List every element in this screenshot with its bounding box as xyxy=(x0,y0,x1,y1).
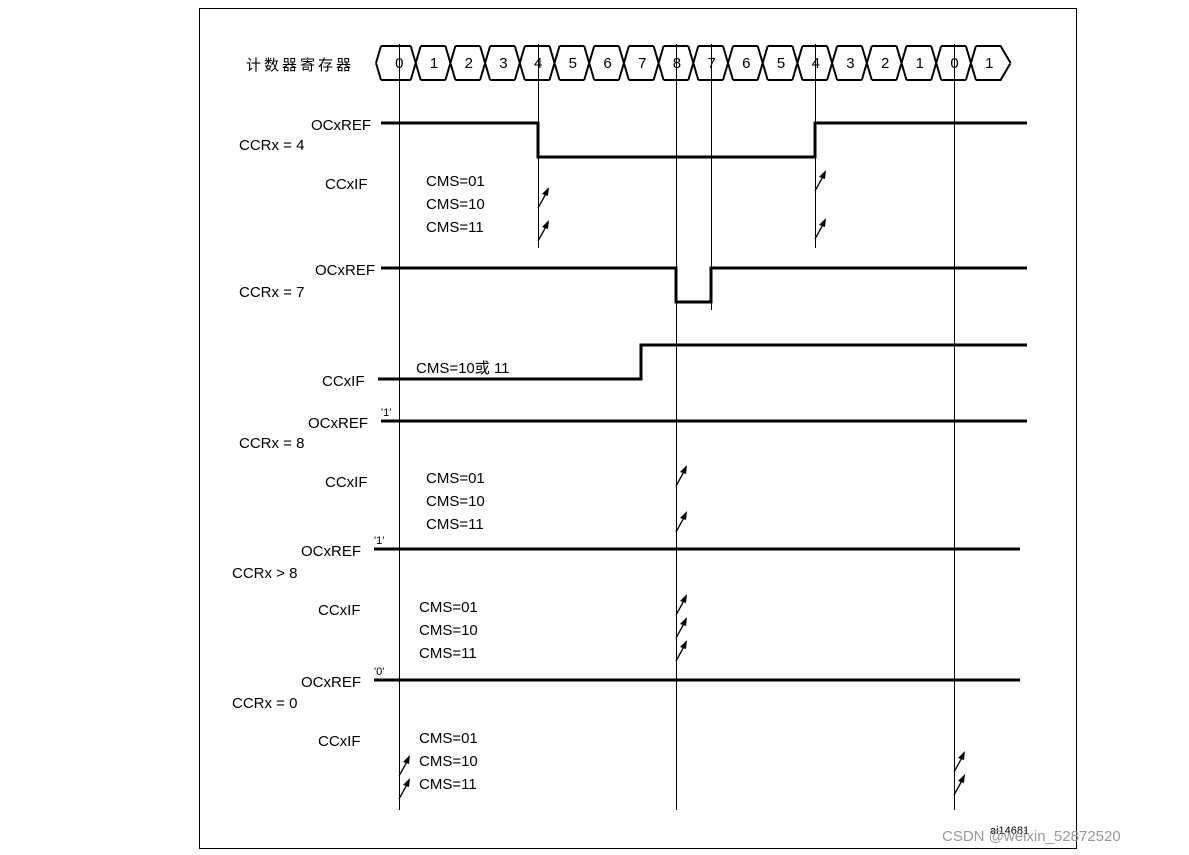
ccxif-label: CCxIF xyxy=(318,602,361,619)
cms-10-label: CMS=10 xyxy=(419,753,478,770)
block-ccrx-7: OCxREF CCRx = 7 CCxIF CMS=10或 11 xyxy=(239,262,1027,390)
cms-10-or-11-label: CMS=10或 11 xyxy=(416,360,510,377)
level-label: '1' xyxy=(374,535,384,547)
cms-01-label: CMS=01 xyxy=(419,730,478,747)
flag-arrow xyxy=(537,220,549,242)
flag-arrow xyxy=(398,778,410,800)
cms-10-label: CMS=10 xyxy=(419,622,478,639)
counter-value: 5 xyxy=(777,55,785,72)
level-label: '0' xyxy=(374,666,384,678)
counter-register-label: 计数器寄存器 xyxy=(246,56,354,74)
counter-bus-outline xyxy=(375,45,1012,81)
ocxref-label: OCxREF xyxy=(315,262,375,279)
ccxif-label: CCxIF xyxy=(322,373,365,390)
counter-value: 5 xyxy=(569,55,577,72)
ccxif-label: CCxIF xyxy=(318,733,361,750)
cms-10-label: CMS=10 xyxy=(426,196,485,213)
ccr-label: CCRx = 7 xyxy=(239,284,304,301)
ccxif-label: CCxIF xyxy=(325,474,368,491)
counter-value: 3 xyxy=(499,55,507,72)
ccxif-waveform xyxy=(378,343,1027,381)
cms-10-label: CMS=10 xyxy=(426,493,485,510)
counter-value: 2 xyxy=(881,55,889,72)
watermark: CSDN @weixin_52872520 xyxy=(942,828,1121,845)
block-ccrx-gt-8: '1' OCxREF CCRx > 8 CCxIF CMS=01 CMS=10 … xyxy=(232,535,1020,662)
flag-arrow xyxy=(675,594,687,616)
ccxif-label: CCxIF xyxy=(325,176,368,193)
cms-01-label: CMS=01 xyxy=(426,470,485,487)
ocxref-label: OCxREF xyxy=(301,674,361,691)
ocxref-waveform xyxy=(381,121,1027,159)
counter-value: 2 xyxy=(465,55,473,72)
cms-01-label: CMS=01 xyxy=(426,173,485,190)
flag-arrow xyxy=(675,640,687,662)
counter-value: 6 xyxy=(742,55,750,72)
cms-11-label: CMS=11 xyxy=(426,516,484,533)
ccr-label: CCRx > 8 xyxy=(232,565,297,582)
ocxref-label: OCxREF xyxy=(308,415,368,432)
cms-11-label: CMS=11 xyxy=(419,645,477,662)
cms-11-label: CMS=11 xyxy=(419,776,477,793)
cms-01-label: CMS=01 xyxy=(419,599,478,616)
diagram-frame xyxy=(199,8,1077,849)
flag-arrow xyxy=(675,617,687,639)
ocxref-label: OCxREF xyxy=(311,117,371,134)
counter-value: 3 xyxy=(846,55,854,72)
flag-arrow xyxy=(953,751,965,773)
ocxref-waveform xyxy=(381,266,1027,304)
counter-value: 1 xyxy=(985,55,993,72)
block-ccrx-4: OCxREF CCRx = 4 CCxIF CMS=01 CMS=10 CMS=… xyxy=(239,117,1027,242)
ccr-label: CCRx = 0 xyxy=(232,695,297,712)
block-ccrx-8: '1' OCxREF CCRx = 8 CCxIF CMS=01 CMS=10 … xyxy=(239,407,1027,533)
figure-id: ai14681 xyxy=(990,825,1029,837)
flag-arrow xyxy=(814,218,826,240)
flag-arrow xyxy=(537,187,549,209)
flag-arrow xyxy=(675,465,687,487)
flag-arrow xyxy=(675,511,687,533)
ocxref-label: OCxREF xyxy=(301,543,361,560)
counter-value: 6 xyxy=(603,55,611,72)
flag-arrow xyxy=(398,755,410,777)
ccr-label: CCRx = 4 xyxy=(239,137,304,154)
flag-arrow xyxy=(814,170,826,192)
counter-value: 1 xyxy=(430,55,438,72)
block-ccrx-0: '0' OCxREF CCRx = 0 CCxIF CMS=01 CMS=10 … xyxy=(232,666,1020,800)
counter-value: 1 xyxy=(916,55,924,72)
counter-value: 7 xyxy=(638,55,646,72)
level-label: '1' xyxy=(381,407,391,419)
flag-arrow xyxy=(953,774,965,796)
timing-markers xyxy=(399,44,955,810)
cms-11-label: CMS=11 xyxy=(426,219,484,236)
ccr-label: CCRx = 8 xyxy=(239,435,304,452)
